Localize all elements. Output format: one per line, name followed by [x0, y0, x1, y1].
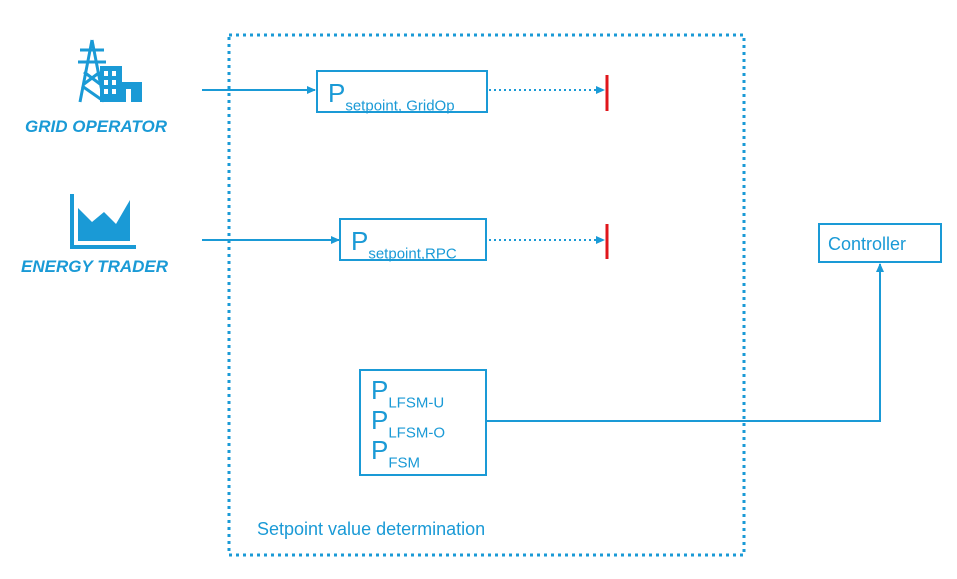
grid-operator-label: GRID OPERATOR — [25, 117, 167, 136]
frequency-setpoints-box: PLFSM-U PLFSM-O PFSM — [359, 369, 487, 476]
setpoint-gridop-box: Psetpoint, GridOp — [316, 70, 488, 113]
setpoint-lfsm-u-label: PLFSM-U — [371, 375, 445, 412]
controller-box: Controller — [818, 223, 942, 263]
setpoint-gridop-label: Psetpoint, GridOp — [328, 78, 455, 115]
controller-label: Controller — [828, 234, 907, 254]
setpoint-lfsm-o-label: PLFSM-O — [371, 405, 446, 442]
industry-chart-icon — [70, 194, 136, 249]
setpoint-rpc-box: Psetpoint,RPC — [339, 218, 487, 261]
setpoint-rpc-label: Psetpoint,RPC — [351, 226, 457, 263]
setpoint-region-label: Setpoint value determination — [257, 519, 486, 539]
setpoint-fsm-label: PFSM — [371, 435, 421, 472]
energy-trader-label: ENERGY TRADER — [21, 257, 169, 276]
setpoint-region-border — [227, 33, 746, 557]
power-pylon-building-icon — [78, 39, 142, 103]
arrow-frequency-to-controller — [487, 263, 884, 422]
